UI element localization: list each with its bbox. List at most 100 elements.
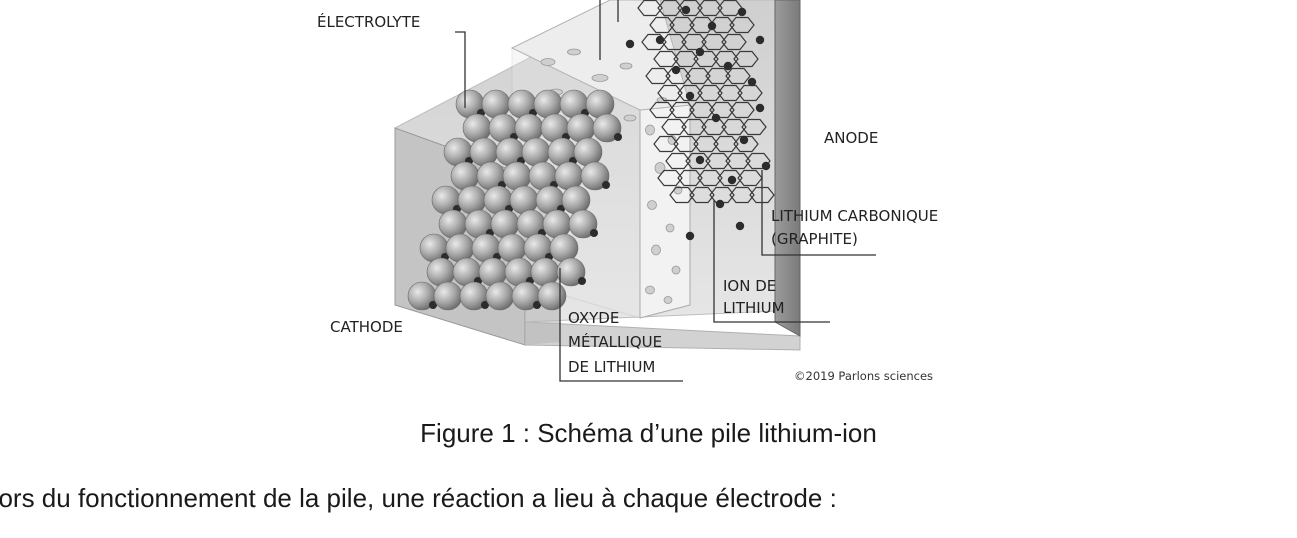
lithium-ions — [625, 5, 771, 241]
figure-caption: Figure 1 : Schéma d’une pile lithium-ion — [420, 418, 877, 448]
metal-oxide-sphere — [485, 281, 515, 311]
metal-oxide-sphere — [556, 257, 586, 287]
metal-oxide-sphere — [561, 185, 591, 215]
metal-oxide-sphere — [509, 185, 539, 215]
electrolyte-leader — [455, 31, 466, 108]
metal-oxide-sphere — [481, 89, 511, 119]
metal-oxide-sphere — [521, 137, 551, 167]
lithium-ion — [481, 301, 489, 309]
lithium-ion — [590, 229, 598, 237]
lithium-ion — [761, 161, 771, 171]
metal-oxide-sphere — [554, 161, 584, 191]
lithium-ion — [578, 277, 586, 285]
graphite-hexagon — [705, 67, 731, 85]
casing-floor — [524, 321, 801, 351]
ion-leader — [713, 200, 830, 323]
oxide-label-line2: MÉTALLIQUE — [568, 332, 662, 351]
metal-oxide-sphere — [450, 161, 480, 191]
graphite-hexagon — [697, 0, 723, 17]
metal-oxide-sphere — [438, 209, 468, 239]
graphite-hexagon — [693, 50, 719, 68]
lithium-ion — [737, 7, 747, 17]
graphite-hexagon — [677, 84, 703, 102]
separator-pore — [591, 74, 609, 82]
graphite-hexagon — [649, 101, 675, 119]
separator-pore — [651, 244, 661, 256]
lithium-ion — [723, 61, 733, 71]
lithium-ion — [695, 155, 705, 165]
metal-oxide-sphere — [568, 209, 598, 239]
lithium-ion — [429, 301, 437, 309]
graphite-hexagon — [689, 16, 715, 34]
electrolyte-label: ÉLECTROLYTE — [317, 12, 420, 31]
graphite-hexagon — [665, 67, 691, 85]
separator-pore — [645, 124, 655, 136]
lithium-ion — [681, 5, 691, 15]
metal-oxide-sphere — [478, 257, 508, 287]
lithium-ion — [655, 35, 665, 45]
graphite-hexagon — [681, 118, 707, 136]
graphite-hexagon — [737, 84, 763, 102]
graphite-hexagon — [653, 50, 679, 68]
lithium-carbon-leader — [761, 170, 876, 256]
anode-label: ANODE — [824, 129, 878, 147]
body-paragraph: Lors du fonctionnement de la pile, une r… — [0, 483, 837, 513]
lithium-ion — [671, 65, 681, 75]
lithium-ion — [625, 39, 635, 49]
separator-pore — [567, 48, 581, 56]
separator-pore — [671, 265, 681, 275]
graphite-hexagon — [701, 33, 727, 51]
metal-oxide-sphere — [497, 233, 527, 263]
separator-pore — [647, 200, 657, 210]
lithium-ion — [685, 91, 695, 101]
graphite-hexagon — [737, 169, 763, 187]
graphite-hexagon — [641, 33, 667, 51]
graphite-hexagon — [709, 101, 735, 119]
graphite-hexagon — [689, 101, 715, 119]
graphite-hexagon — [733, 50, 759, 68]
graphite-hexagon — [749, 186, 775, 204]
graphite-hexagon — [673, 135, 699, 153]
graphite-hexagon — [685, 152, 711, 170]
lithium-ion — [755, 103, 765, 113]
graphite-hexagon — [637, 0, 663, 17]
graphite-hexagon — [645, 67, 671, 85]
metal-oxide-sphere — [462, 113, 492, 143]
metal-oxide-sphere — [457, 185, 487, 215]
separator-pore — [665, 223, 675, 233]
graphite-hexagon — [705, 152, 731, 170]
graphite-hexagon — [657, 169, 683, 187]
separator-pore — [667, 135, 677, 145]
metal-oxide-sphere — [469, 137, 499, 167]
metal-oxide-sphere — [514, 113, 544, 143]
lithium-ion — [711, 113, 721, 123]
cathode-spheres — [407, 89, 622, 311]
graphite-hexagon — [725, 152, 751, 170]
graphite-hexagon — [721, 33, 747, 51]
graphite-hexagon — [677, 169, 703, 187]
graphite-hexagon — [697, 84, 723, 102]
metal-oxide-sphere — [530, 257, 560, 287]
separator-pore — [645, 285, 655, 295]
metal-oxide-sphere — [445, 233, 475, 263]
separator-pore — [540, 58, 556, 66]
graphite-hexagon — [649, 16, 675, 34]
graphite-hexagon — [657, 84, 683, 102]
separator-pores — [540, 48, 683, 304]
metal-oxide-sphere — [573, 137, 603, 167]
separator-top-face — [510, 0, 691, 111]
metal-oxide-sphere — [580, 161, 610, 191]
lithium-ion — [533, 301, 541, 309]
graphite-hexagon — [721, 118, 747, 136]
graphite-hexagon — [661, 118, 687, 136]
metal-oxide-sphere — [592, 113, 622, 143]
graphite-hexagon — [709, 186, 735, 204]
metal-oxide-sphere — [490, 209, 520, 239]
graphite-hexagon — [689, 186, 715, 204]
graphite-hexagon — [665, 152, 691, 170]
graphite-hexagon — [669, 16, 695, 34]
graphite-hexagon — [725, 67, 751, 85]
lithium-ion — [747, 77, 757, 87]
graphite-hexagon — [717, 169, 743, 187]
graphite-hexagon — [693, 135, 719, 153]
